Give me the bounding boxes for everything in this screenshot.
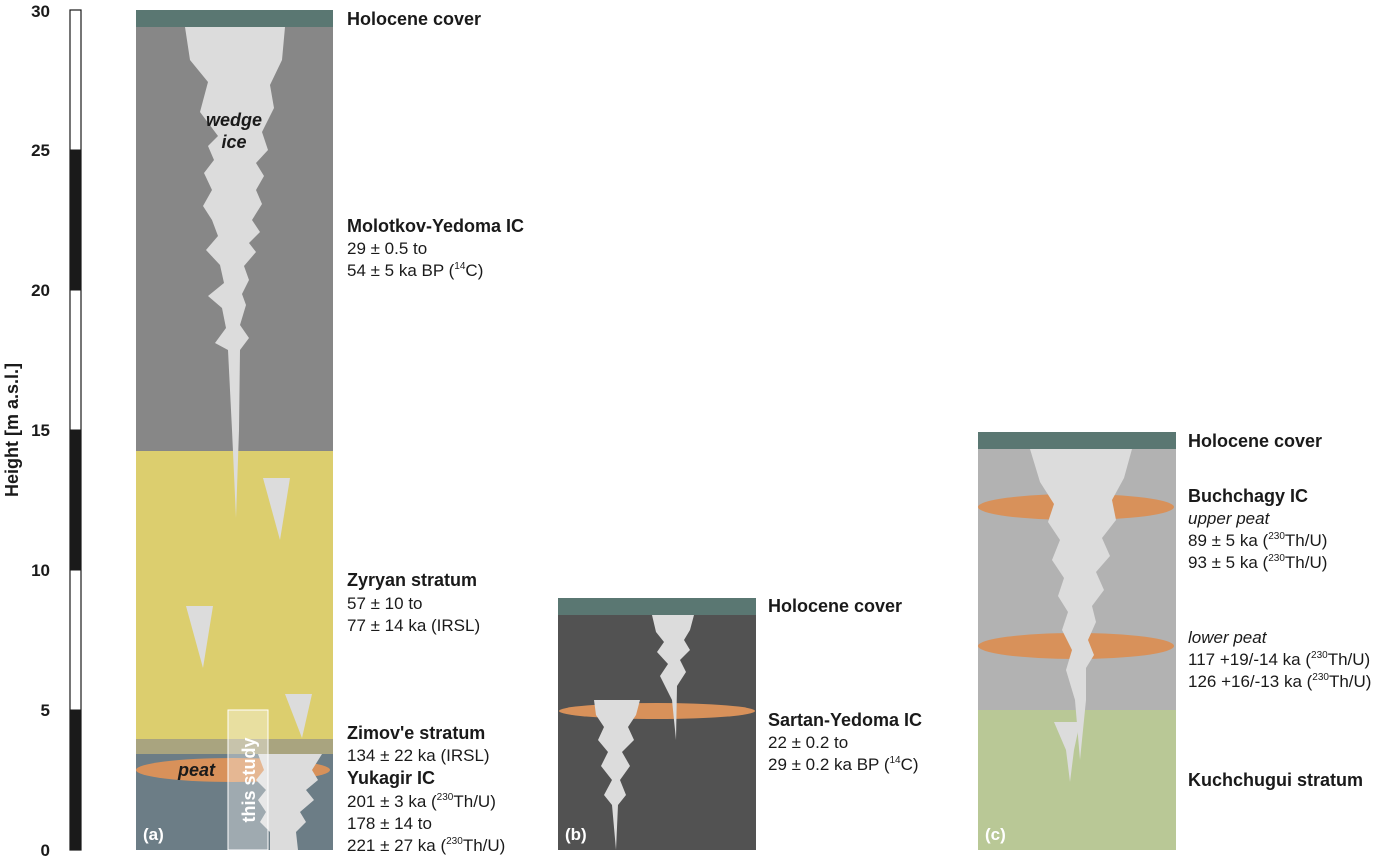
ice-wedge-small-a1	[263, 478, 290, 540]
ice-wedge-main-a	[185, 27, 285, 518]
axis-title: Height [m a.s.l.]	[2, 363, 22, 497]
panel-letter-c: (c)	[985, 825, 1006, 844]
this-study-label: this study	[239, 737, 259, 822]
label-molotkov-line2: 54 ± 5 ka BP (14C)	[347, 261, 483, 280]
label-zimove-name: Zimov'e stratum	[347, 723, 485, 743]
label-molotkov-name: Molotkov-Yedoma IC	[347, 216, 524, 236]
label-kuchchugui: Kuchchugui stratum	[1188, 770, 1363, 790]
ice-wedge-b-upper	[652, 615, 694, 740]
tick-label-10: 10	[31, 561, 50, 580]
layer-zyryan	[136, 451, 333, 739]
this-study-box	[227, 709, 269, 851]
label-zyryan-line1: 57 ± 10 to	[347, 594, 423, 613]
label-buchchagy-name: Buchchagy IC	[1188, 486, 1308, 506]
scale-segment-20-25	[70, 150, 81, 290]
label-yukagir-line2: 178 ± 14 to	[347, 814, 432, 833]
label-sartan-name: Sartan-Yedoma IC	[768, 710, 922, 730]
panel-b: (b) Holocene cover Sartan-Yedoma IC 22 ±…	[558, 596, 922, 850]
panel-letter-a: (a)	[143, 825, 164, 844]
panel-c: (c) Holocene cover Buchchagy IC upper pe…	[978, 431, 1371, 850]
label-sartan-line2: 29 ± 0.2 ka BP (14C)	[768, 755, 919, 774]
label-upper-peat-line1: 89 ± 5 ka (230Th/U)	[1188, 531, 1327, 550]
layer-holocene-c	[978, 432, 1176, 449]
scale-segment-25-30	[69, 9, 82, 151]
panel-a: this study wedge ice peat (a) Holocene c…	[136, 9, 524, 855]
layer-holocene-b	[558, 598, 756, 615]
tick-label-0: 0	[41, 841, 50, 860]
tick-label-25: 25	[31, 141, 50, 160]
panel-letter-b: (b)	[565, 825, 587, 844]
label-yukagir-line1: 201 ± 3 ka (230Th/U)	[347, 792, 496, 811]
label-upper-peat: upper peat	[1188, 509, 1271, 528]
label-yukagir-name: Yukagir IC	[347, 768, 435, 788]
ice-wedge-c	[1030, 449, 1132, 760]
layer-sartan	[558, 615, 756, 850]
label-holocene-b: Holocene cover	[768, 596, 902, 616]
scale-segment-15-20	[69, 289, 82, 431]
label-zyryan-name: Zyryan stratum	[347, 570, 477, 590]
ice-wedge-yukagir	[256, 754, 322, 850]
label-upper-peat-line2: 93 ± 5 ka (230Th/U)	[1188, 553, 1327, 572]
label-zimove-line1: 134 ± 22 ka (IRSL)	[347, 746, 490, 765]
label-lower-peat-line1: 117 +19/-14 ka (230Th/U)	[1188, 650, 1370, 669]
height-scale: 0 5 10 15 20 25 30 Height [m a.s.l.]	[2, 2, 82, 860]
wedge-ice-label-1: wedge	[206, 110, 262, 130]
label-zyryan-line2: 77 ± 14 ka (IRSL)	[347, 616, 480, 635]
tick-label-20: 20	[31, 281, 50, 300]
ice-wedge-c-lower	[1054, 722, 1080, 782]
peat-label: peat	[177, 760, 216, 780]
label-holocene-a: Holocene cover	[347, 9, 481, 29]
label-sartan-line1: 22 ± 0.2 to	[768, 733, 848, 752]
label-molotkov-line1: 29 ± 0.5 to	[347, 239, 427, 258]
scale-segment-10-15	[70, 430, 81, 570]
ice-wedge-small-a3	[285, 694, 312, 738]
layer-holocene-a	[136, 10, 333, 27]
wedge-ice-label-2: ice	[221, 132, 246, 152]
scale-segment-0-5	[70, 710, 81, 850]
tick-label-5: 5	[41, 701, 50, 720]
peat-lens-b	[559, 703, 755, 719]
label-lower-peat: lower peat	[1188, 628, 1268, 647]
label-yukagir-line3: 221 ± 27 ka (230Th/U)	[347, 836, 505, 855]
ice-wedge-b-lower	[594, 700, 640, 850]
tick-label-15: 15	[31, 421, 50, 440]
label-holocene-c: Holocene cover	[1188, 431, 1322, 451]
layer-zimove	[136, 739, 333, 754]
ice-wedge-small-a2	[186, 606, 213, 668]
label-lower-peat-line2: 126 +16/-13 ka (230Th/U)	[1188, 672, 1371, 691]
scale-segment-5-10	[69, 569, 82, 711]
tick-label-30: 30	[31, 2, 50, 21]
